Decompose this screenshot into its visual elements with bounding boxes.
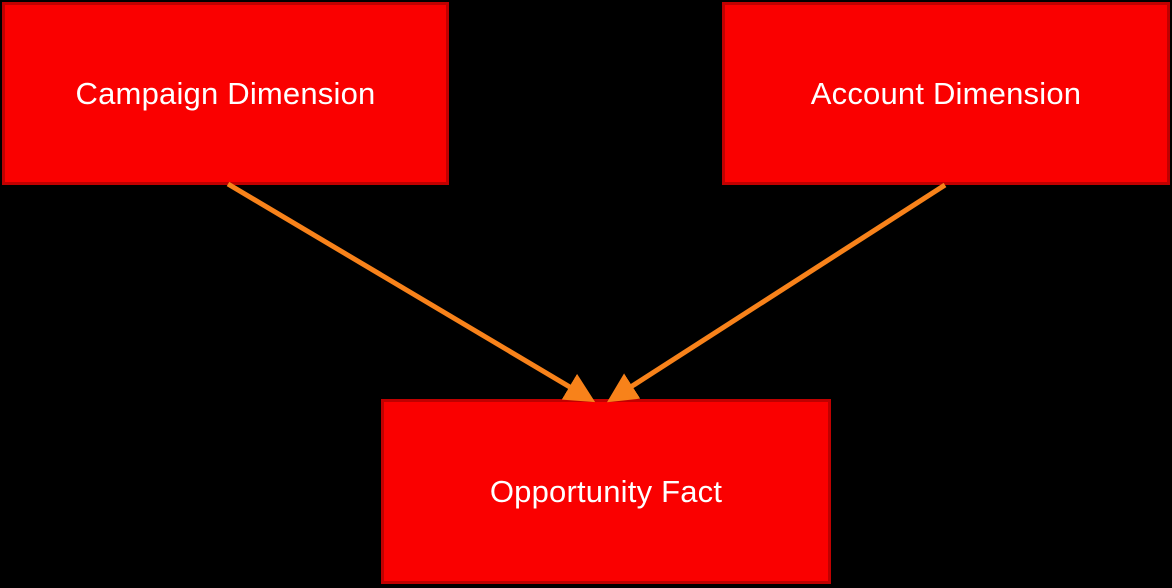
- node-account-dimension-label: Account Dimension: [810, 75, 1082, 111]
- node-campaign-dimension: Campaign Dimension: [2, 2, 449, 185]
- node-opportunity-fact: Opportunity Fact: [381, 399, 831, 584]
- arrow-campaign-to-opportunity: [226, 181, 596, 403]
- node-campaign-dimension-label: Campaign Dimension: [75, 75, 376, 111]
- node-account-dimension: Account Dimension: [722, 2, 1170, 185]
- arrow-account-to-opportunity: [606, 182, 947, 403]
- node-opportunity-fact-label: Opportunity Fact: [489, 473, 723, 509]
